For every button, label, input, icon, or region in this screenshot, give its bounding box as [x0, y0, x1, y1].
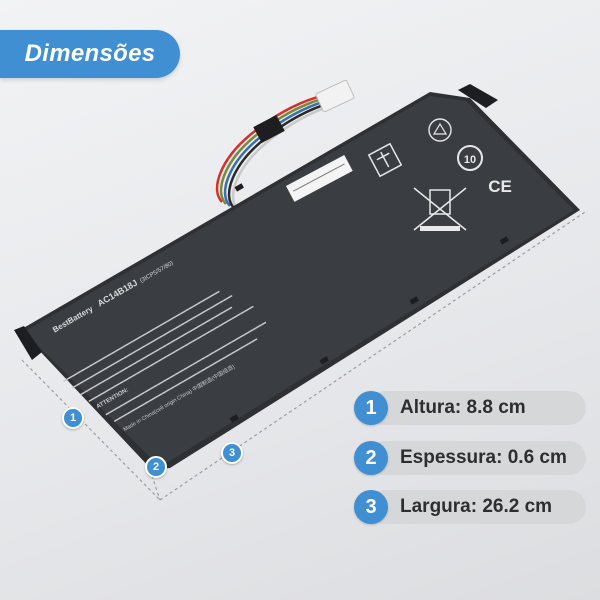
spec-pill — [368, 490, 586, 524]
spec-height-text: Altura: 8.8 cm — [400, 397, 526, 418]
page-title: Dimensões — [24, 40, 156, 67]
spec-pill — [368, 391, 586, 425]
battery-connector-cable — [215, 79, 355, 211]
recycle-icon — [428, 118, 452, 142]
spec-number-badge: 2 — [354, 441, 388, 475]
thickness-dimension-line — [149, 469, 161, 501]
spec-row-width: 3 Largura: 26.2 cm — [354, 490, 586, 524]
dimension-marker-2: 2 — [145, 456, 167, 478]
spec-row-thickness: 2 Espessura: 0.6 cm — [354, 441, 586, 475]
spec-number-badge: 3 — [354, 490, 388, 524]
battery-body — [14, 84, 580, 470]
spec-number-badge: 1 — [354, 391, 388, 425]
svg-text:10: 10 — [464, 154, 476, 166]
battery-recycle-icon — [367, 142, 403, 178]
ce-mark-icon: CE — [488, 177, 512, 196]
title-badge: Dimensões — [0, 30, 180, 78]
cable-connector-plug — [315, 79, 355, 113]
ten-year-icon: 10 — [457, 145, 483, 171]
spec-row-height: 1 Altura: 8.8 cm — [354, 391, 586, 425]
barcode-label — [285, 154, 353, 202]
dimension-marker-3: 3 — [221, 442, 243, 464]
spec-width-text: Largura: 26.2 cm — [400, 496, 553, 517]
svg-text:CE: CE — [488, 177, 512, 196]
height-dimension-line — [21, 359, 161, 501]
spec-thickness-text: Espessura: 0.6 cm — [400, 447, 567, 468]
crossed-bin-icon — [413, 187, 467, 231]
spec-pill — [368, 441, 586, 475]
dimension-marker-1: 1 — [62, 407, 84, 429]
